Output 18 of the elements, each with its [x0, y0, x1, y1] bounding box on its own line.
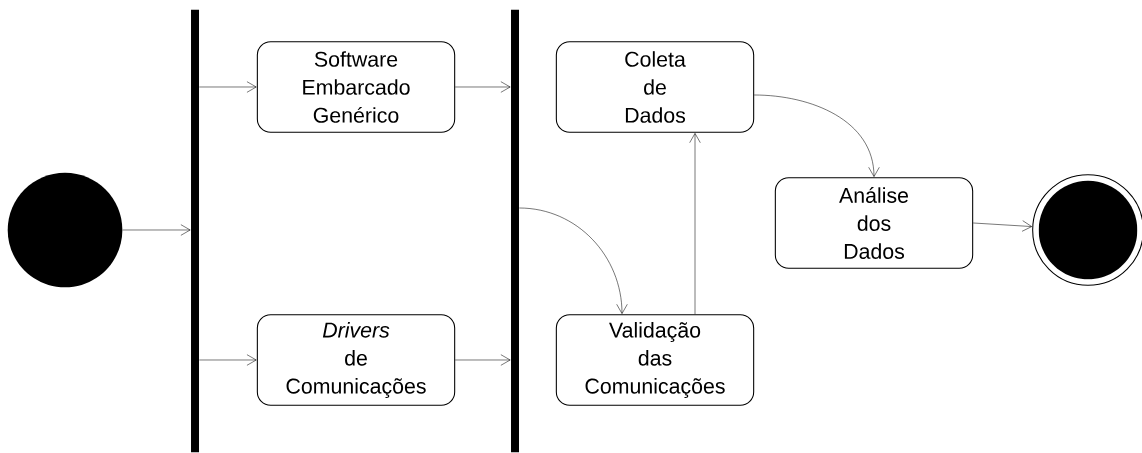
sync-bar: [191, 9, 199, 453]
arrow: [689, 133, 701, 315]
activity-box: Análise dos Dados: [774, 177, 974, 269]
arrow: [972, 220, 1032, 232]
arrow: [199, 81, 257, 93]
activity-box: Software Embarcado Genérico: [256, 41, 456, 133]
sync-bar: [511, 9, 519, 453]
arrow: [454, 81, 511, 93]
arrow: [122, 224, 191, 236]
activity-box: Drivers de Comunicações: [256, 314, 456, 406]
activity-box: Coleta de Dados: [555, 41, 755, 133]
end-node: [1032, 174, 1142, 286]
arrow: [454, 354, 511, 366]
arrow: [199, 354, 257, 366]
arrow: [753, 94, 880, 177]
arrow: [519, 207, 628, 314]
start-node: [7, 172, 123, 288]
activity-box: Validação das Comunicações: [555, 314, 755, 406]
